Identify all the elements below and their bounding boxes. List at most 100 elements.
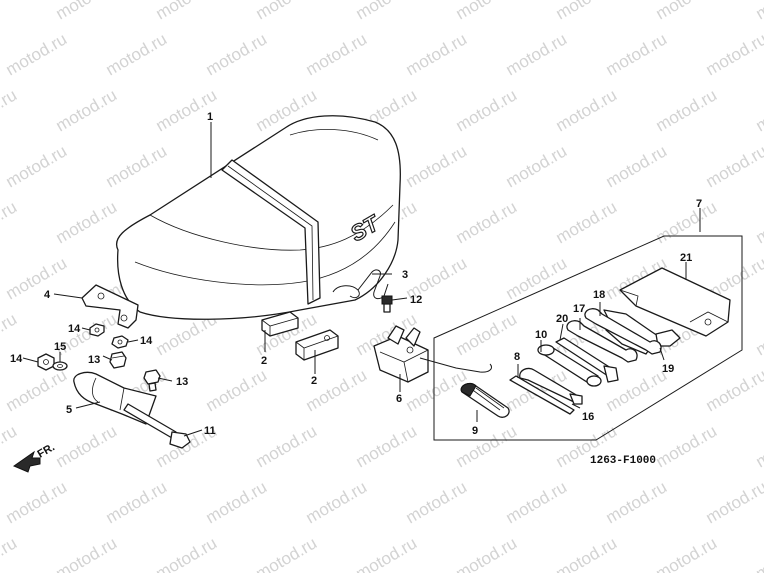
callout-pin-spanner: 20 — [556, 313, 568, 325]
watermark-text: motod.ru — [453, 421, 521, 471]
callout-screwdriver: 16 — [582, 411, 594, 423]
callout-tool-bag: 21 — [680, 252, 692, 264]
watermark-text: motod.ru — [753, 197, 764, 247]
callout-screw-12: 12 — [410, 294, 422, 306]
watermark-text: motod.ru — [703, 141, 764, 191]
watermark-text: motod.ru — [3, 29, 71, 79]
watermark-text: motod.ru — [453, 533, 521, 573]
watermark-text: motod.ru — [553, 533, 621, 573]
pin-spanner[interactable] — [555, 337, 619, 383]
callout-seat-spring: 3 — [402, 269, 408, 281]
watermark-text: motod.ru — [503, 253, 571, 303]
watermark-text: motod.ru — [0, 533, 20, 573]
open-wrench-a[interactable] — [566, 320, 638, 363]
watermark-text: motod.ru — [403, 29, 471, 79]
watermark-text: motod.ru — [753, 85, 764, 135]
tool-bag[interactable] — [619, 267, 731, 337]
watermark-text: motod.ru — [53, 85, 121, 135]
callout-pliers: 19 — [662, 363, 674, 375]
callout-seat: 1 — [207, 111, 213, 123]
watermark-text: motod.ru — [453, 0, 521, 23]
watermark-text: motod.ru — [3, 365, 71, 415]
watermark-text: motod.ru — [503, 141, 571, 191]
watermark-text: motod.ru — [203, 29, 271, 79]
tool-set-frame — [433, 235, 743, 441]
watermark-text: motod.ru — [3, 477, 71, 527]
watermark-text: motod.ru — [253, 0, 321, 23]
callout-hinge-bracket: 4 — [44, 289, 51, 301]
watermark-text: motod.ru — [603, 141, 671, 191]
callout-nut-14b: 14 — [140, 335, 153, 347]
watermark-text: motod.ru — [553, 197, 621, 247]
watermark-text: motod.ru — [153, 0, 221, 23]
watermark-text: motod.ru — [0, 85, 20, 135]
watermark-text: motod.ru — [453, 85, 521, 135]
leader-lines — [22, 122, 701, 437]
watermark-text: motod.ru — [653, 0, 721, 23]
watermark-text: motod.ru — [703, 365, 764, 415]
front-direction-arrow: FR. — [12, 441, 57, 473]
watermark-text: motod.ru — [103, 477, 171, 527]
screw-12[interactable] — [381, 295, 393, 313]
callout-washer: 15 — [54, 341, 66, 353]
helmet-holder[interactable] — [373, 325, 493, 383]
watermark-text: motod.ru — [153, 533, 221, 573]
screw-13b[interactable] — [143, 369, 161, 392]
screwdriver-grip[interactable] — [519, 367, 583, 405]
watermark-text: motod.ru — [253, 533, 321, 573]
watermark-text: motod.ru — [603, 477, 671, 527]
callout-screw-13b: 13 — [176, 376, 188, 388]
watermark-text: motod.ru — [403, 477, 471, 527]
callout-seat-stay-b: 2 — [311, 375, 317, 387]
watermark-text: motod.ru — [0, 0, 20, 23]
callout-seat-stay-a: 2 — [261, 355, 267, 367]
spark-plug-wrench[interactable] — [460, 382, 510, 418]
callout-screwdriver-grip: 8 — [514, 351, 520, 363]
watermark-text: motod.ru — [753, 0, 764, 23]
watermark-text: motod.ru — [753, 309, 764, 359]
box-wrench[interactable] — [537, 344, 602, 387]
open-wrench-b[interactable] — [584, 308, 662, 355]
washer[interactable] — [52, 361, 68, 371]
callout-tool-set: 7 — [696, 198, 702, 210]
watermark-text: motod.ru — [103, 29, 171, 79]
watermark-text: motod.ru — [303, 477, 371, 527]
watermark-text: motod.ru — [3, 253, 71, 303]
hinge-bracket[interactable] — [81, 284, 139, 329]
nut-14c[interactable] — [37, 353, 55, 371]
watermark-text: motod.ru — [553, 85, 621, 135]
watermark-text: motod.ru — [53, 0, 121, 23]
watermark-text: motod.ru — [603, 29, 671, 79]
nut-14b[interactable] — [111, 335, 129, 349]
screw-13a[interactable] — [109, 351, 127, 369]
watermark-text: motod.ru — [103, 141, 171, 191]
watermark-text: motod.ru — [303, 365, 371, 415]
seat-spring[interactable] — [332, 269, 389, 300]
watermark-text: motod.ru — [53, 533, 121, 573]
watermark-text: motod.ru — [53, 197, 121, 247]
watermark-text: motod.ru — [753, 533, 764, 573]
nut-14a[interactable] — [89, 323, 105, 337]
seat-stay-b[interactable] — [295, 329, 339, 361]
watermark-text: motod.ru — [253, 421, 321, 471]
watermark-text: motod.ru — [0, 197, 20, 247]
watermark-text: motod.ru — [203, 365, 271, 415]
watermark-text: motod.ru — [353, 421, 421, 471]
watermark-text: motod.ru — [453, 197, 521, 247]
screwdriver[interactable] — [509, 375, 575, 415]
callout-nut-14c: 14 — [10, 353, 23, 365]
watermark-text: motod.ru — [653, 421, 721, 471]
bolt[interactable] — [123, 403, 191, 449]
seat-stay-a[interactable] — [261, 311, 299, 337]
watermark-text: motod.ru — [403, 141, 471, 191]
watermark-text: motod.ru — [353, 0, 421, 23]
callout-nut-14a: 14 — [68, 323, 81, 335]
seat[interactable]: ST — [115, 115, 401, 320]
watermark-text: motod.ru — [653, 85, 721, 135]
watermark-text: motod.ru — [653, 197, 721, 247]
callout-screw-13a: 13 — [88, 354, 100, 366]
callout-helmet-holder: 6 — [396, 393, 402, 405]
callout-labels: 1 2 2 3 4 5 6 7 8 9 10 11 12 13 13 14 14… — [10, 111, 702, 437]
watermark-text: motod.ru — [0, 309, 20, 359]
diagram-code: 1263-F1000 — [590, 455, 656, 467]
